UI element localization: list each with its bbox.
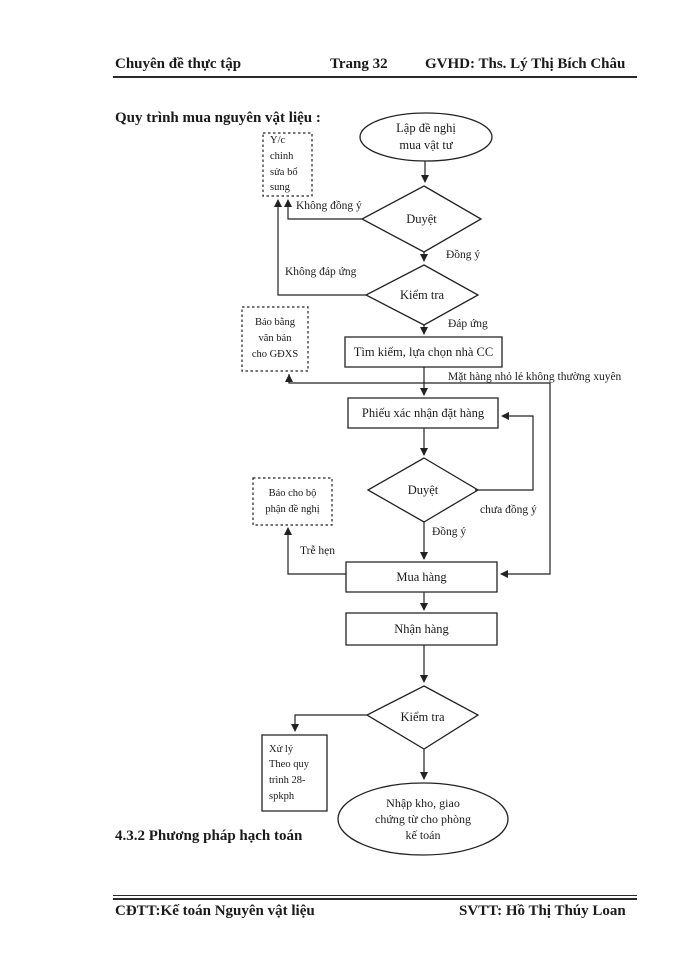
- edge-label-agree2: Đồng ý: [432, 526, 467, 538]
- note-notify-label: Báo cho bộ phận đề nghị: [265, 487, 320, 515]
- edge-label-agree1: Đồng ý: [446, 249, 481, 261]
- header-page-number: Trang 32: [330, 56, 388, 72]
- node-approve2-label: Duyệt: [407, 482, 439, 497]
- flowchart-title: Quy trình mua nguyên vật liệu :: [115, 110, 321, 126]
- edge-label-small-goods: Mặt hàng nhỏ lẻ không thường xuyên: [448, 371, 622, 383]
- connector-not-agree: [284, 199, 362, 219]
- note-notify-box: [253, 478, 332, 525]
- end-ellipse: [338, 783, 508, 855]
- header-advisor: GVHD: Ths. Lý Thị Bích Châu: [425, 56, 626, 72]
- process-rect: [262, 735, 327, 811]
- node-end-label: Nhập kho, giao chứng từ cho phòng kế toá…: [375, 795, 471, 843]
- node-check2-label: Kiểm tra: [400, 710, 445, 725]
- node-check1-label: Kiểm tra: [399, 287, 445, 302]
- order-confirm-rect: [348, 398, 498, 428]
- edge-label-not-yet-agree: chưa đồng ý: [480, 504, 537, 516]
- note-report-label: Báo bằng văn bản cho GĐXS: [251, 317, 299, 360]
- node-order-confirm-label: Phiếu xác nhận đặt hàng: [361, 405, 485, 420]
- connector-late: [284, 527, 346, 574]
- edge-label-not-satisfy: Không đáp ứng: [285, 266, 357, 278]
- node-start-label: Lập đề nghị mua vật tư: [396, 121, 456, 152]
- footer-subject: CĐTT:Kế toán Nguyên vật liệu: [115, 903, 315, 919]
- header-course: Chuyên đề thực tập: [115, 56, 242, 72]
- connector-check2-process: [291, 715, 367, 732]
- connector-not-satisfy: [274, 199, 366, 295]
- footer-student: SVTT: Hồ Thị Thúy Loan: [459, 903, 626, 919]
- node-receive-label: Nhận hàng: [394, 621, 449, 636]
- node-find-supplier-label: Tìm kiếm, lựa chọn nhà CC: [353, 344, 494, 359]
- start-ellipse: [360, 113, 492, 161]
- edge-label-late: Trễ hẹn: [300, 545, 336, 557]
- receive-rect: [346, 613, 497, 645]
- header-rule: [113, 76, 637, 78]
- connector-notyetagree-loop: [475, 412, 533, 490]
- purchase-rect: [346, 562, 497, 592]
- footer-rule-thin: [113, 895, 637, 896]
- footer-rule-thick: [113, 898, 637, 900]
- note-revise-label: Y/c chỉnh sửa bổ sung: [270, 135, 298, 194]
- section-heading: 4.3.2 Phương pháp hạch toán: [115, 828, 303, 844]
- node-purchase-label: Mua hàng: [396, 569, 447, 584]
- edge-label-satisfy: Đáp ứng: [448, 318, 488, 330]
- node-approve1-label: Duyệt: [406, 211, 437, 226]
- edge-label-not-agree: Không đồng ý: [296, 200, 362, 212]
- note-revise-box: [263, 133, 312, 196]
- note-process-label: Xử lý Theo quy trình 28- spkph: [269, 743, 309, 802]
